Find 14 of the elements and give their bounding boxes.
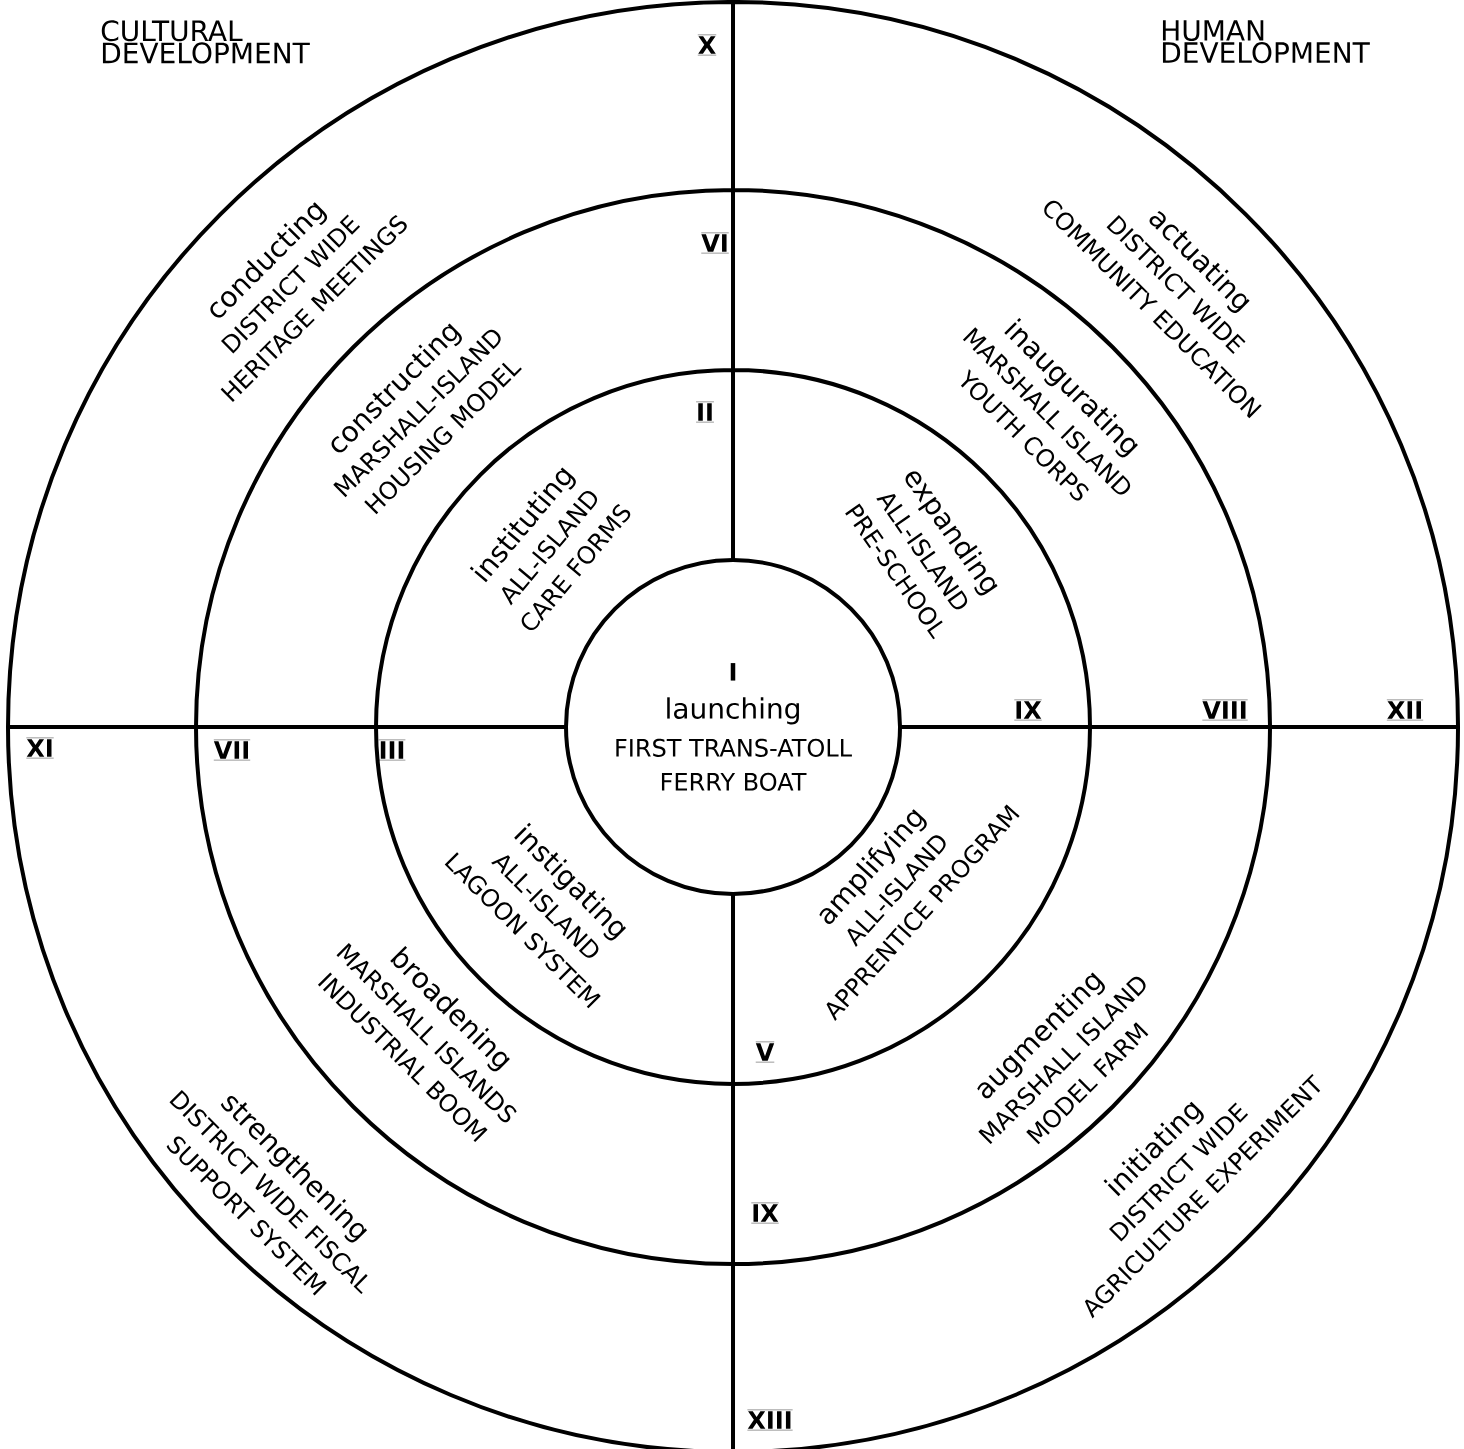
roman-numeral: III xyxy=(378,739,406,761)
roman-numeral: VII xyxy=(213,739,251,761)
roman-numeral: XIII xyxy=(747,1409,793,1431)
roman-numeral: XII xyxy=(1386,699,1424,721)
roman-numeral: IX xyxy=(751,1202,779,1224)
roman-numeral: VIII xyxy=(1202,699,1248,721)
roman-numeral: XI xyxy=(26,737,54,759)
roman-numeral: VI xyxy=(701,232,729,254)
roman-numeral: X xyxy=(697,34,717,56)
roman-numeral: IX xyxy=(1014,699,1042,721)
quadrant-heading: HUMAN DEVELOPMENT xyxy=(1162,20,1370,64)
roman-numeral: V xyxy=(755,1041,775,1063)
roman-numeral: II xyxy=(695,401,715,423)
quadrant-heading: CULTURAL DEVELOPMENT xyxy=(101,20,310,64)
